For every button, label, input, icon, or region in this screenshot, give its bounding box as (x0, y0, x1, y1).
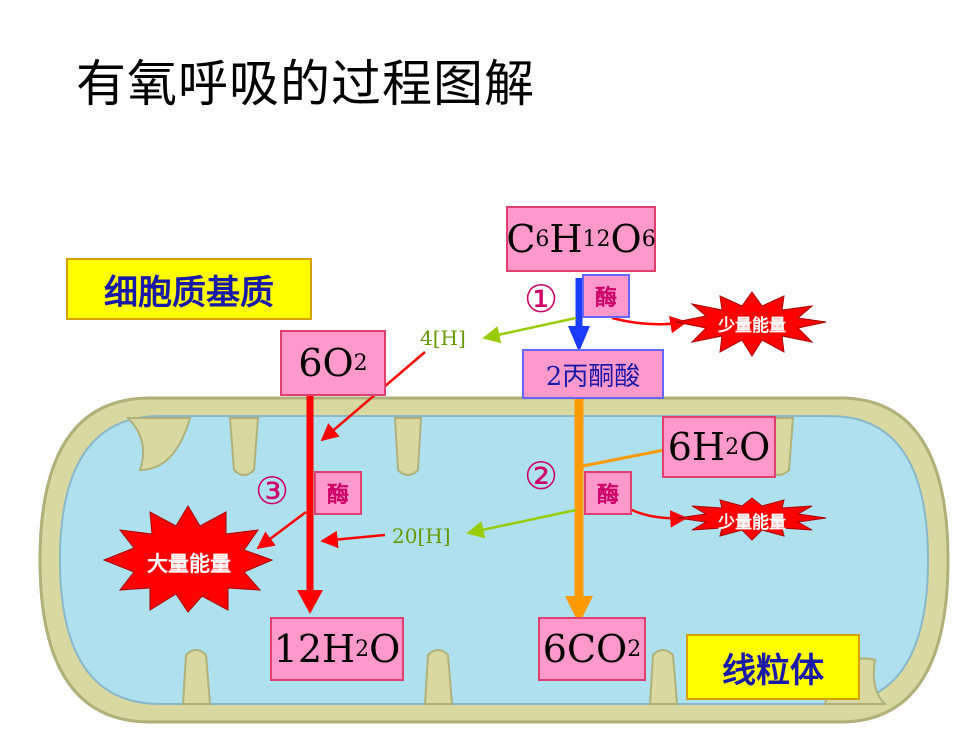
glucose-o: O (610, 217, 642, 261)
water-in-pre: 6H (667, 425, 726, 469)
cytoplasm-label: 细胞质基质 (66, 258, 312, 320)
oxygen-sub: 2 (353, 350, 368, 376)
glycolysis-arrowhead (568, 326, 590, 352)
glucose-o-count: 6 (641, 226, 656, 252)
etc-arrowhead (297, 590, 323, 614)
mitochondria-label: 线粒体 (686, 634, 860, 700)
hydrogen-stage2: 20[H] (392, 524, 451, 548)
page-title: 有氧呼吸的过程图解 (76, 55, 535, 113)
glucose-c: C (506, 217, 536, 261)
h-to-etc-arrow-2 (320, 530, 386, 549)
glucose-h-count: 12 (582, 226, 611, 252)
hydrogen-stage1: 4[H] (420, 326, 466, 350)
co2-pre: 6CO (542, 627, 628, 671)
energy-burst-large (102, 505, 274, 613)
stage-3-marker: ③ (255, 469, 290, 513)
co2-sub: 2 (627, 636, 642, 662)
stage1-energy-arrow (611, 315, 688, 334)
enzyme-stage3: 酶 (314, 471, 362, 515)
krebs-arrowhead (565, 596, 593, 624)
energy-small-label-2: 少量能量 (718, 513, 786, 533)
energy-large-label: 大量能量 (147, 552, 231, 576)
etc-to-energy-arrow (256, 511, 307, 550)
stage-1-marker: ① (524, 277, 559, 321)
h-arrow-stage2 (466, 508, 577, 539)
energy-small-label-1: 少量能量 (718, 316, 786, 336)
enzyme-stage1: 酶 (582, 274, 630, 318)
oxygen-base: 6O (298, 341, 354, 385)
water-out-post: O (369, 627, 401, 671)
glucose-c-count: 6 (535, 226, 550, 252)
water-out-sub: 2 (355, 636, 370, 662)
pyruvate-box: 2丙酮酸 (522, 349, 664, 399)
water-in-post: O (739, 425, 771, 469)
enzyme-stage2: 酶 (584, 471, 632, 515)
energy-burst-small-1 (675, 291, 827, 357)
h-arrow-stage1 (482, 316, 577, 344)
glucose-h: H (549, 217, 583, 261)
water-in-sub: 2 (725, 434, 740, 460)
energy-burst-small-2 (677, 497, 827, 541)
water-input-line (582, 448, 665, 468)
water-out-pre: 12H (273, 627, 356, 671)
h-to-etc-arrow-1 (320, 351, 426, 442)
stage-2-marker: ② (524, 454, 559, 498)
